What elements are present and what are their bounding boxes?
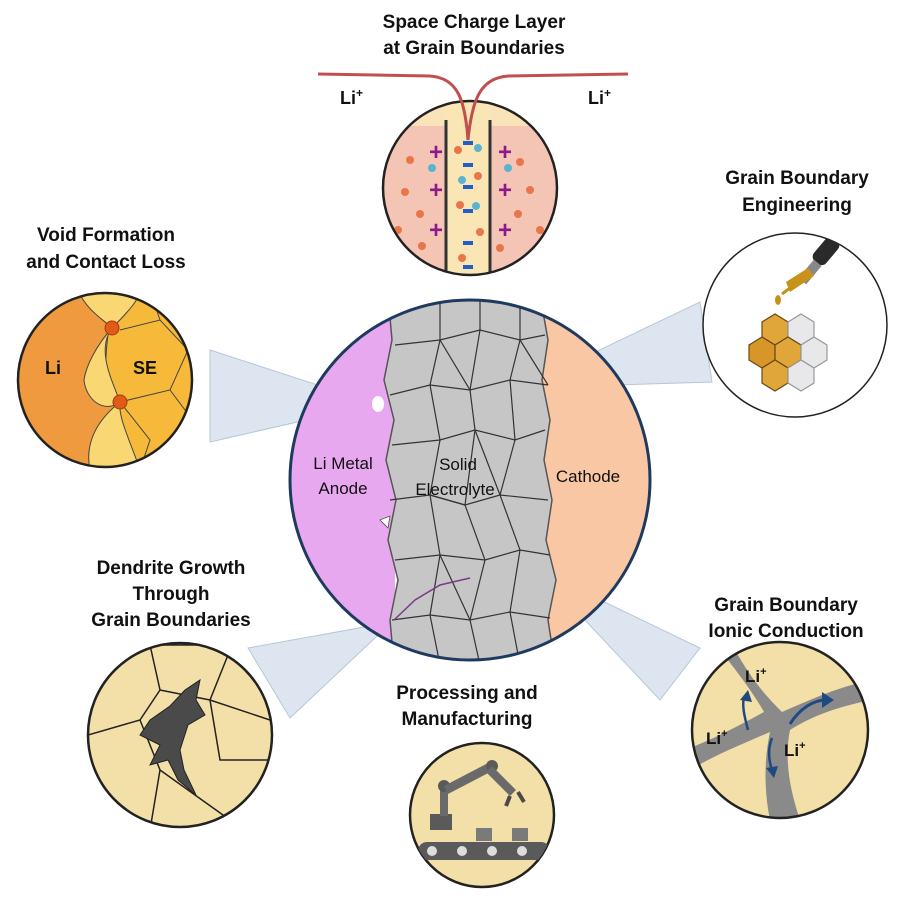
minus-charges: [463, 141, 473, 269]
void-title-line2: and Contact Loss: [26, 252, 185, 273]
callout-wedges: [209, 301, 713, 719]
ionic-conduction-panel: Grain Boundary Ionic Conduction Li+ Li+ …: [690, 595, 870, 820]
potential-curve: [317, 72, 629, 141]
gb-engineering-title-line2: Engineering: [742, 195, 852, 216]
dendrite-shape: [139, 678, 206, 796]
space-charge-panel: Space Charge Layer at Grain Boundaries: [317, 12, 629, 277]
dendrite-panel: Dendrite Growth Through Grain Boundaries: [86, 558, 274, 829]
electrolyte-label-line1: Solid: [439, 455, 477, 474]
anode-label-line1: Li Metal: [313, 454, 373, 473]
li-ion-left: Li: [340, 88, 356, 108]
svg-text:Li+: Li+: [784, 740, 806, 760]
space-charge-title-line2: at Grain Boundaries: [383, 38, 565, 59]
ionic-li-left: Li: [706, 729, 721, 748]
electrolyte-region: [383, 300, 557, 660]
void-formation-panel: Void Formation and Contact Loss Li SE: [16, 225, 194, 469]
callout-dendrite: [247, 621, 394, 719]
callout-void: [209, 349, 378, 443]
svg-text:+: +: [429, 217, 443, 244]
svg-text:Li+: Li+: [706, 728, 728, 748]
grain-boundary-channels: [692, 642, 868, 818]
void-li-label: Li: [45, 358, 61, 378]
ionic-li-top: Li: [745, 667, 760, 686]
dendrite-crack: [393, 577, 471, 621]
svg-text:Li+: Li+: [340, 86, 363, 108]
processing-panel: Processing and Manufacturing: [396, 683, 556, 889]
svg-text:+: +: [498, 139, 512, 166]
dendrite-title-line2: Through: [132, 584, 209, 605]
svg-text:+: +: [498, 177, 512, 204]
svg-text:+: +: [498, 217, 512, 244]
dendrite-title-line3: Grain Boundaries: [91, 610, 250, 631]
electrolyte-label-line2: Electrolyte: [415, 480, 494, 499]
ionic-title-line2: Ionic Conduction: [708, 621, 863, 642]
cathode-label: Cathode: [556, 467, 620, 486]
void-spot-small: [379, 515, 391, 529]
processing-title-line2: Manufacturing: [402, 709, 533, 730]
space-charge-title-line1: Space Charge Layer: [383, 12, 566, 33]
li-ion-right: Li: [588, 88, 604, 108]
gb-engineering-title-line1: Grain Boundary: [725, 168, 869, 189]
processing-title-line1: Processing and: [396, 683, 538, 704]
svg-text:Li+: Li+: [588, 86, 611, 108]
anode-label-line2: Anode: [318, 479, 367, 498]
robot-arm-icon: [418, 760, 550, 860]
ionic-title-line1: Grain Boundary: [714, 595, 858, 616]
li-ion-left-charge: +: [356, 86, 363, 100]
svg-text:+: +: [429, 177, 443, 204]
dropper-icon: [775, 236, 840, 305]
void-spot: [372, 396, 384, 412]
hexagon-grains-icon: [748, 313, 828, 392]
li-ion-right-charge: +: [604, 86, 611, 100]
gb-engineering-panel: Grain Boundary Engineering: [702, 168, 888, 418]
dendrite-title-line1: Dendrite Growth: [97, 558, 246, 579]
ionic-li-right-charge: +: [799, 740, 805, 752]
grain-boundaries: [389, 300, 551, 660]
ionic-li-top-charge: +: [760, 666, 766, 678]
svg-text:Li+: Li+: [745, 666, 767, 686]
ionic-li-left-charge: +: [721, 728, 727, 740]
ionic-li-right: Li: [784, 741, 799, 760]
space-charge-dots: [394, 144, 544, 262]
void-se-label: SE: [133, 358, 157, 378]
plus-charges: + + + + + +: [429, 139, 512, 244]
svg-text:+: +: [429, 139, 443, 166]
void-title-line1: Void Formation: [37, 225, 175, 246]
